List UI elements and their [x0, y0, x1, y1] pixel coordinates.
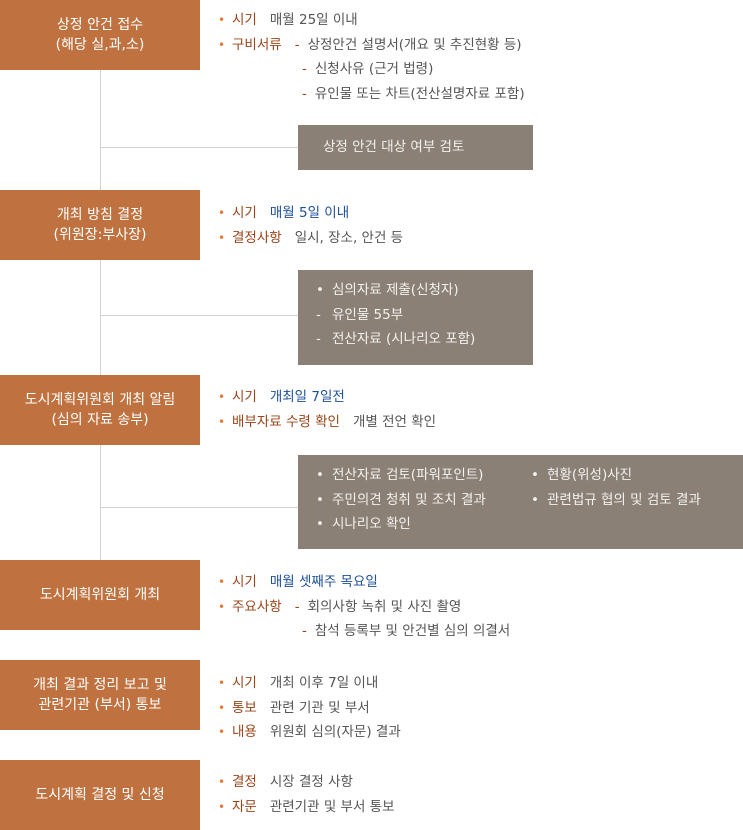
bullet-icon: • — [316, 516, 324, 533]
step-5-details: • 시기 개최 이후 7일 이내 • 통보 관련 기관 및 부서 • 내용 위원회 심의(자… — [218, 671, 401, 745]
step-2-details: • 시기 매월 5일 이내 • 결정사항 일시, 장소, 안건 등 — [218, 201, 403, 250]
review-item: 주민의견 청취 및 조치 결과 — [332, 491, 486, 508]
review-item: 전산자료 검토(파워포인트) — [332, 467, 484, 483]
value: 회의사항 녹취 및 사진 촬영 — [307, 598, 462, 615]
bullet-icon: • — [218, 700, 226, 715]
step-3-details: • 시기 개최일 7일전 • 배부자료 수령 확인 개별 전언 확인 — [218, 385, 436, 434]
bullet-icon: • — [218, 725, 226, 740]
bullet-icon: • — [316, 467, 324, 483]
bullet-icon: • — [218, 676, 226, 690]
value: 일시, 장소, 안건 등 — [294, 229, 404, 246]
dash-icon: - — [302, 61, 307, 78]
review-item: 심의자료 제출(신청자) — [332, 282, 459, 298]
review-box-2: • 심의자료 제출(신청자) -유인물 55부 -전산자료 (시나리오 포함) — [298, 270, 533, 365]
step-6-box: 도시계획 결정 및 신청 — [0, 760, 200, 830]
dash-icon: - — [302, 623, 307, 640]
bullet-icon: • — [218, 206, 226, 220]
review-box-1: 상정 안건 대상 여부 검토 — [298, 125, 533, 170]
bullet-icon: • — [218, 37, 226, 52]
review-item: 전산자료 (시나리오 포함) — [332, 331, 476, 348]
label: 배부자료 수령 확인 — [232, 413, 340, 430]
bullet-icon: • — [218, 575, 226, 589]
value: 위원회 심의(자문) 결과 — [269, 724, 401, 741]
label: 결정 — [232, 774, 257, 790]
review-item: 관련법규 협의 및 검토 결과 — [547, 491, 701, 508]
value: 관련기관 및 부서 통보 — [269, 798, 395, 815]
label: 결정사항 — [232, 229, 282, 246]
label: 시기 — [232, 205, 257, 221]
bullet-icon: • — [218, 390, 226, 404]
value: 상정안건 설명서(개요 및 추진현황 등) — [307, 36, 522, 53]
value: 참석 등록부 및 안건별 심의 의결서 — [314, 623, 511, 640]
value: 매월 25일 이내 — [269, 12, 358, 28]
step-2-box: 개최 방침 결정 (위원장:부사장) — [0, 190, 200, 260]
review-box-3: • 전산자료 검토(파워포인트) • 주민의견 청취 및 조치 결과 • 시나리오 확… — [298, 455, 743, 549]
step-1-box: 상정 안건 접수 (해당 실,과,소) — [0, 0, 200, 70]
label: 시기 — [232, 675, 257, 691]
label: 시기 — [232, 389, 257, 405]
bullet-icon: • — [316, 491, 324, 508]
dash-icon: - — [302, 85, 307, 102]
bullet-icon: • — [218, 599, 226, 614]
label: 시기 — [232, 574, 257, 590]
step-6-details: • 결정 시장 결정 사항 • 자문 관련기관 및 부서 통보 — [218, 770, 395, 819]
value: 시장 결정 사항 — [269, 774, 353, 790]
value: 개최일 7일전 — [269, 389, 345, 405]
step-4-box: 도시계획위원회 개최 — [0, 560, 200, 630]
label: 통보 — [232, 699, 257, 716]
connector-branch — [100, 507, 298, 508]
review-item: 현황(위성)사진 — [547, 467, 633, 483]
bullet-icon: • — [218, 799, 226, 814]
value: 개별 전언 확인 — [352, 413, 437, 430]
label: 구비서류 — [232, 36, 282, 53]
bullet-icon: • — [531, 467, 539, 483]
label: 자문 — [232, 798, 257, 815]
value: 매월 셋째주 목요일 — [269, 574, 378, 590]
connector-branch — [100, 147, 298, 148]
value: 매월 5일 이내 — [269, 205, 350, 221]
connector-branch — [100, 315, 298, 316]
dash-icon: - — [294, 598, 300, 615]
bullet-icon: • — [218, 13, 226, 27]
step-5-box: 개최 결과 정리 보고 및 관련기관 (부서) 통보 — [0, 660, 200, 730]
bullet-icon: • — [531, 491, 539, 508]
review-item: 유인물 55부 — [332, 306, 404, 323]
label: 시기 — [232, 12, 257, 28]
dash-icon: - — [294, 36, 300, 53]
bullet-icon: • — [316, 282, 324, 298]
bullet-icon: • — [218, 230, 226, 245]
dash-icon: - — [316, 331, 321, 348]
review-item: 시나리오 확인 — [332, 516, 411, 533]
bullet-icon: • — [218, 775, 226, 789]
value: 관련 기관 및 부서 — [269, 699, 370, 716]
label: 주요사항 — [232, 598, 282, 615]
value: 개최 이후 7일 이내 — [269, 675, 379, 691]
step-3-box: 도시계획위원회 개최 알림 (심의 자료 송부) — [0, 375, 200, 445]
value: 유인물 또는 차트(전산설명자료 포함) — [314, 85, 525, 102]
dash-icon: - — [316, 306, 321, 323]
value: 신청사유 (근거 법령) — [314, 61, 434, 78]
label: 내용 — [232, 724, 257, 741]
bullet-icon: • — [218, 414, 226, 429]
